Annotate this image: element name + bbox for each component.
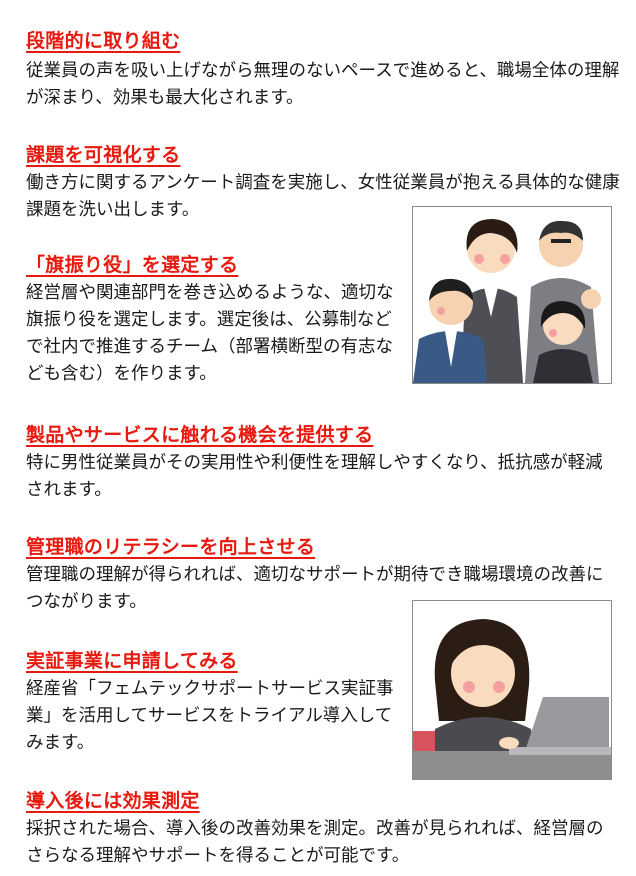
section-heading-2: 課題を可視化する xyxy=(26,144,181,166)
woman-cheek xyxy=(463,681,475,693)
woman-right-suit xyxy=(533,349,593,383)
woman-center-hair xyxy=(466,219,518,253)
man-left-hair xyxy=(429,278,473,301)
woman-cheek xyxy=(493,681,505,693)
section-heading-4: 製品やサービスに触れる機会を提供する xyxy=(26,424,374,446)
section-heading-1: 段階的に取り組む xyxy=(26,30,181,52)
laptop-screen-back xyxy=(525,697,609,751)
section-body-6: 経産省「フェムテックサポートサービス実証事業」を活用してサービスをトライアル導入… xyxy=(26,679,394,753)
woman-right-hair xyxy=(540,301,586,329)
man-left-cheek xyxy=(437,307,445,315)
woman-center-cheek xyxy=(500,254,510,264)
woman-hand xyxy=(499,737,519,749)
man-right-glasses xyxy=(551,239,571,243)
section-body-5: 管理職の理解が得られれば、適切なサポートが期待でき職場環境の改善につながります。 xyxy=(26,565,604,612)
woman-bangs xyxy=(451,631,515,665)
section-body-3: 経営層や関連部門を巻き込めるような、適切な旗振り役を選定します。選定後は、公募制… xyxy=(26,283,394,384)
man-right-hair xyxy=(539,220,583,241)
woman-center-shirt xyxy=(483,283,499,317)
section-body-7: 採択された場合、導入後の改善効果を測定。改善が見られれば、経営層のさらなる理解や… xyxy=(26,819,604,866)
man-right-hand xyxy=(581,289,601,309)
section-body-4: 特に男性従業員がその実用性や利便性を理解しやすくなり、抵抗感が軽減されます。 xyxy=(26,453,603,500)
man-right-face xyxy=(539,223,583,267)
section-heading-5: 管理職のリテラシーを向上させる xyxy=(26,536,316,558)
team-meeting-illustration xyxy=(412,206,612,384)
section-body-2: 働き方に関するアンケート調査を実施し、女性従業員が抱える具体的な健康課題を洗い出… xyxy=(26,173,620,220)
woman-right-cheek xyxy=(549,329,557,337)
laptop-base xyxy=(509,747,611,755)
woman-center-cheek xyxy=(474,254,484,264)
desk xyxy=(413,751,611,779)
woman-laptop-illustration xyxy=(412,600,612,780)
section-heading-3: 「旗振り役」を選定する xyxy=(26,254,239,276)
team-meeting-image xyxy=(413,219,601,383)
section-heading-6: 実証事業に申請してみる xyxy=(26,650,238,672)
section-heading-7: 導入後には効果測定 xyxy=(26,790,200,812)
section-body-1: 従業員の声を吸い上げながら無理のないペースで進めると、職場全体の理解が深まり、効… xyxy=(26,61,620,108)
woman-laptop-image xyxy=(413,619,611,779)
man-left-shirt xyxy=(445,331,457,367)
